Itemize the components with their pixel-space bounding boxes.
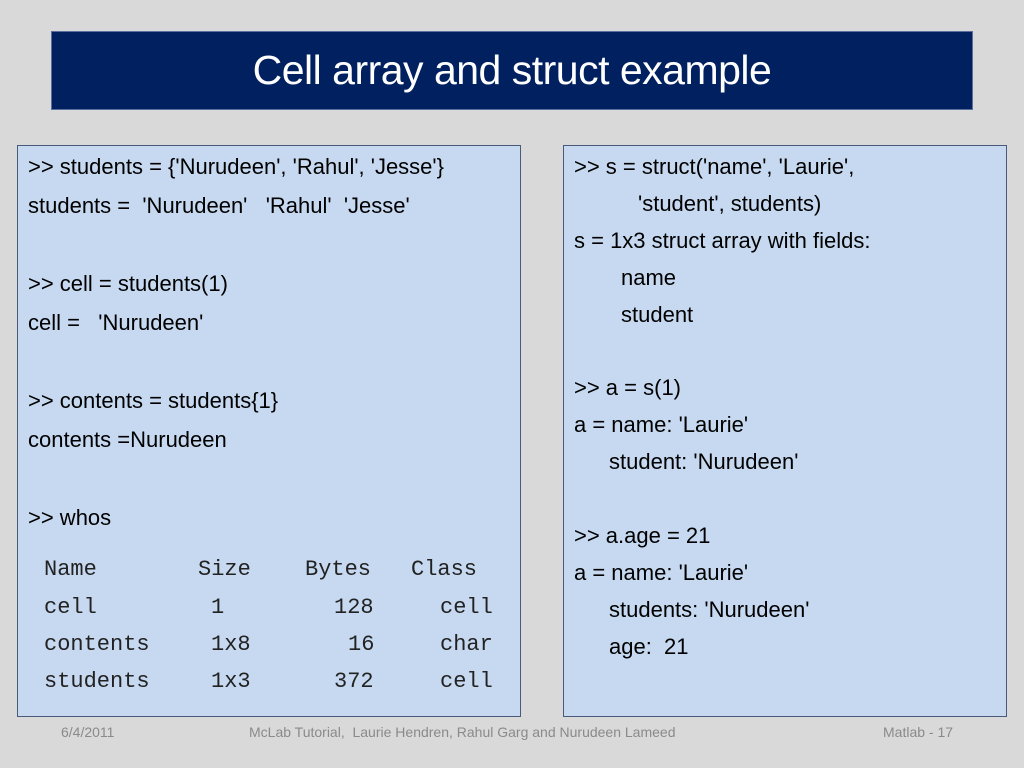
- whos-cell: cell: [44, 595, 97, 620]
- whos-header-size: Size: [198, 557, 251, 582]
- whos-cell: 16: [348, 632, 375, 657]
- code-line: >> a.age = 21: [574, 523, 711, 548]
- slide-title: Cell array and struct example: [252, 47, 772, 93]
- code-line: contents =Nurudeen: [28, 427, 227, 452]
- code-line: name: [621, 265, 677, 290]
- code-line: students: 'Nurudeen': [609, 597, 810, 622]
- whos-cell: cell: [440, 669, 493, 694]
- code-line: cell = 'Nurudeen': [28, 310, 204, 335]
- footer-page-number: Matlab - 17: [883, 724, 954, 740]
- whos-header-class: Class: [411, 557, 478, 582]
- code-line: a = name: 'Laurie': [574, 560, 749, 585]
- whos-cell: 1: [211, 595, 225, 620]
- code-line: students = 'Nurudeen' 'Rahul' 'Jesse': [28, 193, 410, 218]
- footer-authors: McLab Tutorial, Laurie Hendren, Rahul Ga…: [249, 724, 676, 740]
- footer-date: 6/4/2011: [61, 724, 115, 740]
- whos-cell: cell: [440, 595, 493, 620]
- whos-cell: 1x3: [211, 669, 251, 694]
- whos-header-bytes: Bytes: [305, 557, 372, 582]
- code-line: >> students = {'Nurudeen', 'Rahul', 'Jes…: [28, 154, 444, 179]
- code-line: 'student', students): [638, 191, 822, 216]
- slide-title-bar: Cell array and struct example: [51, 31, 973, 110]
- struct-code-panel: >> s = struct('name', 'Laurie', 'student…: [563, 145, 1007, 717]
- whos-header-name: Name: [44, 557, 97, 582]
- whos-cell: 372: [334, 669, 374, 694]
- code-line: student: [621, 302, 694, 327]
- code-line: s = 1x3 struct array with fields:: [574, 228, 871, 253]
- code-line: >> whos: [28, 505, 112, 530]
- whos-cell: 128: [334, 595, 374, 620]
- code-line: >> cell = students(1): [28, 271, 228, 296]
- code-line: >> s = struct('name', 'Laurie',: [574, 154, 855, 179]
- whos-cell: contents: [44, 632, 150, 657]
- cell-array-code-panel: >> students = {'Nurudeen', 'Rahul', 'Jes…: [17, 145, 521, 717]
- whos-cell: students: [44, 669, 150, 694]
- whos-cell: char: [440, 632, 493, 657]
- code-line: student: 'Nurudeen': [609, 449, 799, 474]
- code-line: >> contents = students{1}: [28, 388, 279, 413]
- code-line: a = name: 'Laurie': [574, 412, 749, 437]
- whos-cell: 1x8: [211, 632, 251, 657]
- code-line: >> a = s(1): [574, 375, 682, 400]
- code-line: age: 21: [609, 634, 689, 659]
